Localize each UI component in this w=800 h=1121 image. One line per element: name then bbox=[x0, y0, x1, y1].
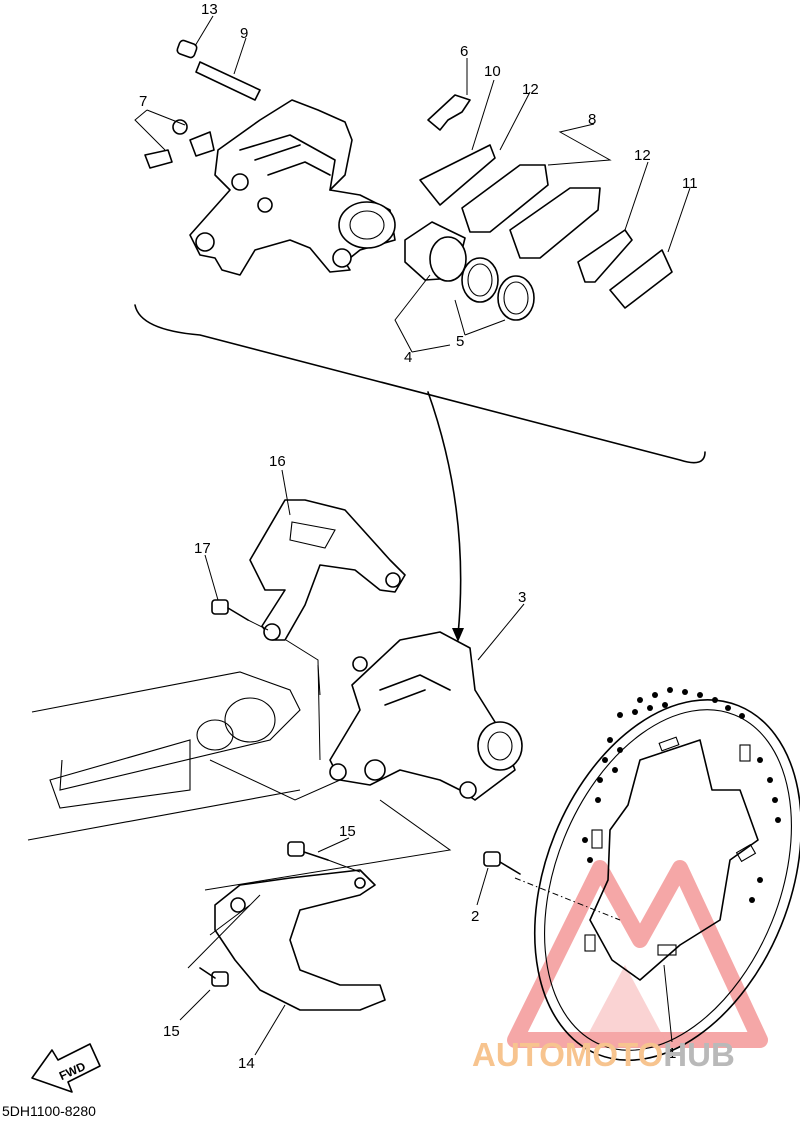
part-number-14: 14 bbox=[238, 1055, 255, 1072]
bolt-15-lower bbox=[199, 967, 229, 987]
part-number-4: 4 bbox=[404, 349, 412, 366]
watermark-part2: HUB bbox=[663, 1036, 735, 1073]
caliper-bracket bbox=[249, 499, 406, 641]
part-number-12-lower: 12 bbox=[634, 147, 651, 164]
watermark-part1: AUTOMOTO bbox=[472, 1036, 664, 1073]
fwd-arrow: FWD bbox=[31, 1043, 101, 1093]
swingarm bbox=[27, 671, 301, 841]
callout-leaders bbox=[134, 15, 691, 1056]
part-number-10: 10 bbox=[484, 63, 501, 80]
part-number-7: 7 bbox=[139, 93, 147, 110]
part-number-16: 16 bbox=[269, 453, 286, 470]
assembly-lines bbox=[187, 619, 621, 969]
part-number-13: 13 bbox=[201, 1, 218, 18]
bolt-2 bbox=[483, 851, 521, 875]
part-numbers: 13 2 1 7 6 10 12 8 12 11 5 4 16 17 3 15 … bbox=[139, 1, 698, 1072]
bolt-17 bbox=[211, 599, 249, 621]
part-number-9-label: 9 bbox=[240, 25, 248, 42]
part-number-15-lower: 15 bbox=[163, 1023, 180, 1040]
part-number-12-upper: 12 bbox=[522, 81, 539, 98]
part-number-1: 1 bbox=[668, 1045, 676, 1062]
watermark-text: AUTOMOTOHUB bbox=[472, 1036, 735, 1074]
part-number-6: 6 bbox=[460, 43, 468, 60]
part-number-3: 3 bbox=[518, 589, 526, 606]
part-number-11: 11 bbox=[682, 175, 698, 192]
part-number-5: 5 bbox=[456, 333, 464, 350]
caliper-assembled bbox=[329, 631, 523, 801]
bolt-15-upper bbox=[287, 841, 329, 861]
diagram-code: 5DH1100-8280 bbox=[2, 1103, 96, 1119]
part-number-8: 8 bbox=[588, 111, 596, 128]
part-number-2: 2 bbox=[471, 908, 479, 925]
brake-disc bbox=[533, 687, 800, 1062]
part-number-17: 17 bbox=[194, 540, 211, 557]
watermark-logo bbox=[507, 860, 768, 1048]
disc-guard bbox=[214, 869, 386, 1011]
caliper-assembly-exploded bbox=[134, 39, 706, 642]
part-number-15-upper: 15 bbox=[339, 823, 356, 840]
